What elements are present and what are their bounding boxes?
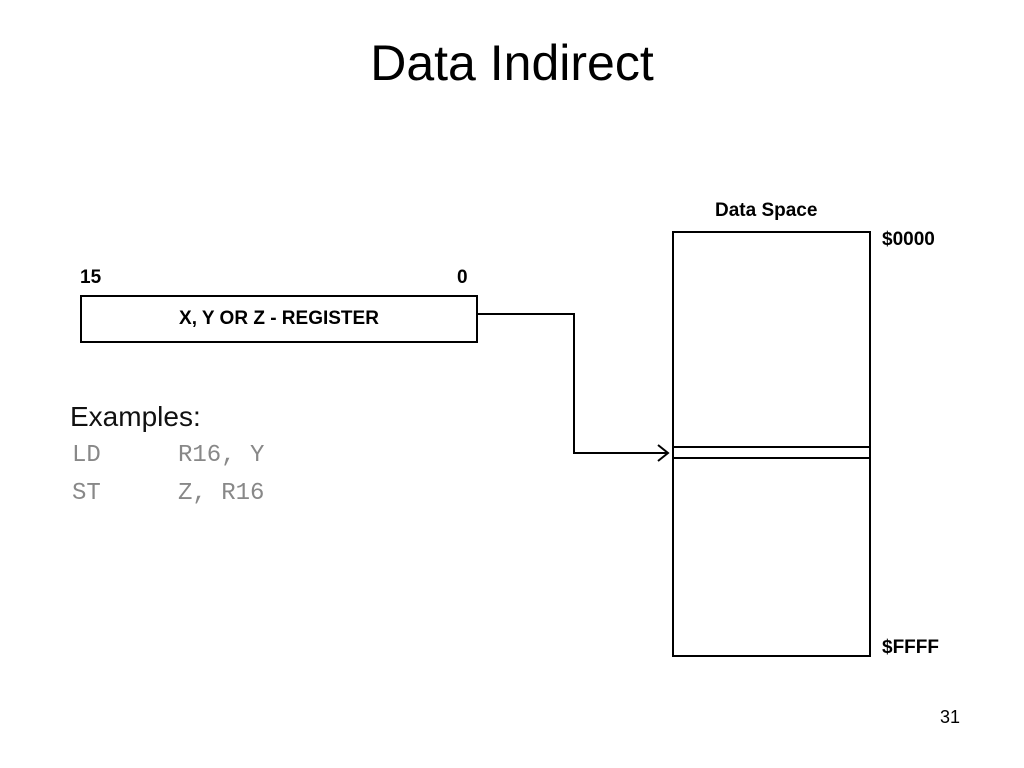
code-op: LD xyxy=(72,442,101,469)
register-msb-label: 15 xyxy=(80,267,102,288)
data-space-label: Data Space xyxy=(715,200,818,221)
code-op: ST xyxy=(72,480,101,507)
code-args: Z, R16 xyxy=(178,480,265,507)
code-line-2: ST Z, R16 xyxy=(72,480,264,507)
examples-heading: Examples: xyxy=(70,401,201,432)
code-line-1: LD R16, Y xyxy=(72,442,264,469)
pointer-connector xyxy=(476,313,668,454)
register-label: X, Y OR Z - REGISTER xyxy=(179,308,379,329)
data-space-box xyxy=(672,231,871,657)
end-address-label: $FFFF xyxy=(882,637,939,658)
start-address-label: $0000 xyxy=(882,229,935,250)
page-number: 31 xyxy=(940,707,961,727)
register-box: X, Y OR Z - REGISTER xyxy=(80,295,478,343)
page-title: Data Indirect xyxy=(370,35,654,91)
register-lsb-label: 0 xyxy=(457,267,468,288)
code-args: R16, Y xyxy=(178,442,265,469)
pointer-arrowhead-icon xyxy=(657,444,670,462)
